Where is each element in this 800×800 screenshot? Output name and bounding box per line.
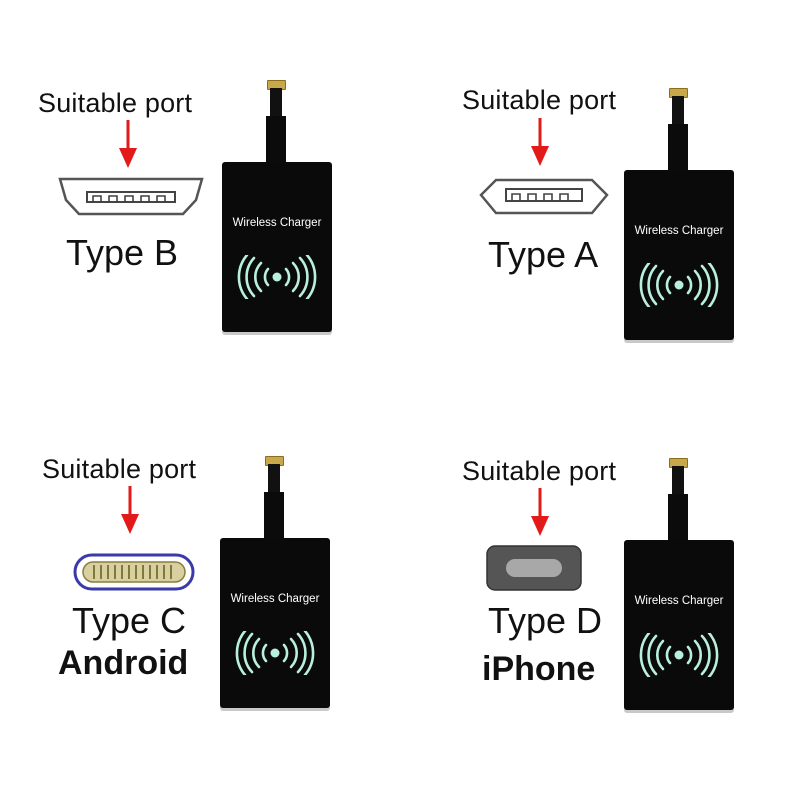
down-arrow-icon	[121, 486, 139, 534]
micro-usb-port-icon	[58, 177, 204, 216]
charger-pad: Wireless Charger	[624, 540, 734, 710]
suitable-port-label: Suitable port	[462, 456, 617, 486]
charger-label: Wireless Charger	[230, 593, 320, 605]
port-type-label: Type C	[72, 600, 187, 641]
wireless-waves-icon	[235, 631, 315, 675]
port-type-label: Type D	[488, 600, 603, 641]
wireless-waves-icon	[639, 633, 719, 677]
wireless-waves-icon	[237, 255, 317, 299]
wireless-charger-receiver: Wireless Charger	[624, 458, 740, 710]
charger-label: Wireless Charger	[232, 217, 322, 229]
port-type-label: Type A	[488, 234, 599, 275]
panel-type-b: Suitable port Type B Wireless Charger	[0, 0, 400, 400]
device-label: iPhone	[482, 650, 596, 688]
down-arrow-icon	[531, 488, 549, 536]
wireless-charger-receiver: Wireless Charger	[220, 456, 336, 708]
suitable-port-label: Suitable port	[462, 85, 617, 115]
charger-label: Wireless Charger	[634, 595, 724, 607]
device-label: Android	[58, 644, 189, 682]
down-arrow-icon	[119, 120, 137, 168]
wireless-charger-receiver: Wireless Charger	[222, 80, 338, 332]
charger-pad: Wireless Charger	[222, 162, 332, 332]
micro-usb-port-icon	[479, 178, 609, 215]
lightning-port-icon	[486, 545, 582, 591]
panel-type-d: Suitable port Type D iPhone Wireless Cha…	[400, 400, 800, 800]
usb-c-port-icon	[73, 553, 195, 591]
panel-type-c: Suitable port Type C Android Wireless Ch…	[0, 400, 400, 800]
panel-type-a: Suitable port Type A Wireless Charger	[400, 0, 800, 400]
suitable-port-label: Suitable port	[42, 454, 197, 484]
port-type-label: Type B	[66, 232, 179, 273]
suitable-port-label: Suitable port	[38, 88, 193, 118]
down-arrow-icon	[531, 118, 549, 166]
charger-pad: Wireless Charger	[624, 170, 734, 340]
wireless-waves-icon	[639, 263, 719, 307]
charger-label: Wireless Charger	[634, 225, 724, 237]
charger-pad: Wireless Charger	[220, 538, 330, 708]
wireless-charger-receiver: Wireless Charger	[624, 88, 740, 340]
